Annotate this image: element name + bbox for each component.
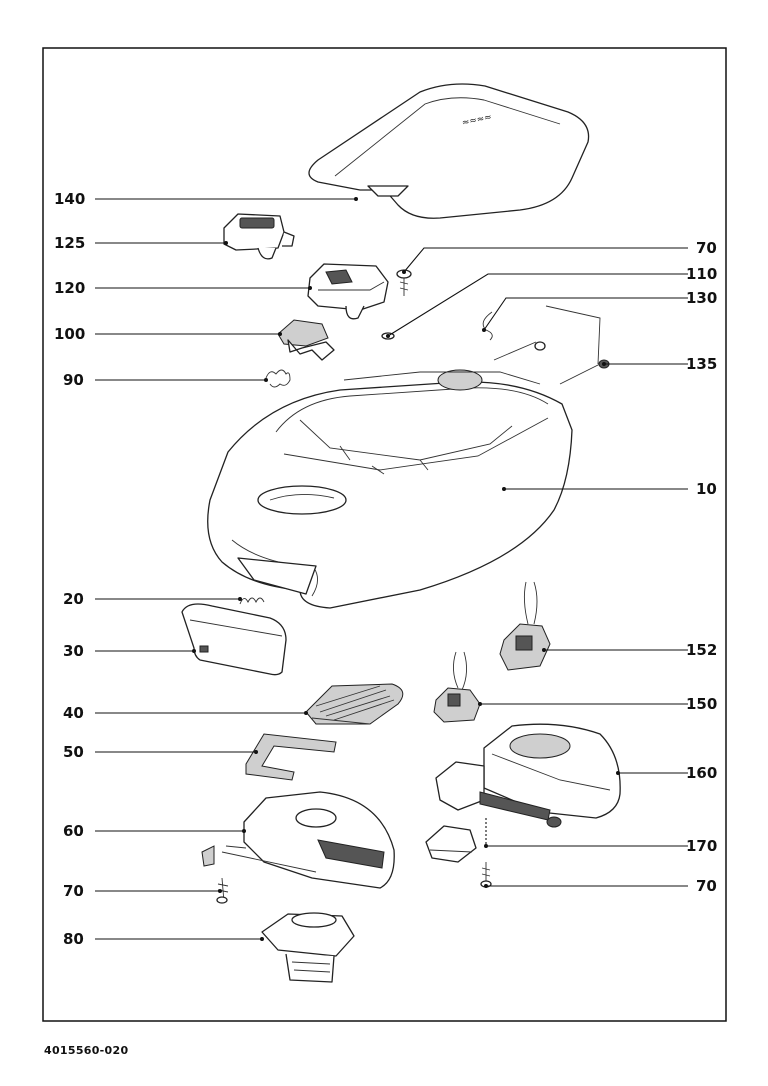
part-40-filter-grid: [305, 683, 404, 725]
part-150-connector: [433, 651, 481, 723]
part-90-spring: [265, 369, 291, 388]
part-20-spring: [239, 597, 265, 605]
callout-70-bottom: 70: [696, 877, 717, 895]
part-70-screw-right: [480, 862, 492, 888]
callout-135: 135: [686, 355, 717, 373]
callout-20: 20: [63, 590, 84, 608]
callout-labels-right: 70 110 130 135 10 152 150 160 170 70: [686, 239, 717, 895]
callout-90: 90: [63, 371, 84, 389]
callout-125: 125: [54, 234, 85, 252]
callout-70-left: 70: [63, 882, 84, 900]
callout-170: 170: [686, 837, 717, 855]
part-60-base-plate: [201, 791, 395, 889]
part-125-switch-housing: [223, 213, 295, 260]
part-50-foam: [245, 733, 337, 781]
callout-150: 150: [686, 695, 717, 713]
part-160-motor-housing: [435, 723, 621, 828]
callout-80: 80: [63, 930, 84, 948]
diagram-frame: [42, 47, 727, 1022]
callout-100: 100: [54, 325, 85, 343]
part-10-main-housing: [207, 369, 573, 609]
callout-30: 30: [63, 642, 84, 660]
callout-10: 10: [696, 480, 717, 498]
part-100-button: [277, 319, 335, 361]
part-152-connector: [499, 581, 551, 671]
callout-40: 40: [63, 704, 84, 722]
callout-labels-left: 140 125 120 100 90 20 30 40 50 60 70 80: [54, 190, 85, 948]
callout-140: 140: [54, 190, 85, 208]
part-170-bracket: [425, 825, 477, 863]
callout-60: 60: [63, 822, 84, 840]
callout-50: 50: [63, 743, 84, 761]
callout-70-top: 70: [696, 239, 717, 257]
callout-110: 110: [686, 265, 717, 283]
part-30-latch: [181, 603, 287, 676]
part-80-motor-cover: [261, 912, 355, 983]
callout-152: 152: [686, 641, 717, 659]
callout-130: 130: [686, 289, 717, 307]
part-130-clip: [482, 305, 601, 385]
leader-lines: [95, 197, 688, 941]
part-140-cover: ≈≈≈≈: [308, 83, 590, 219]
document-code: 4015560-020: [44, 1044, 129, 1057]
part-120-switch: [307, 263, 389, 320]
callout-120: 120: [54, 279, 85, 297]
callout-160: 160: [686, 764, 717, 782]
